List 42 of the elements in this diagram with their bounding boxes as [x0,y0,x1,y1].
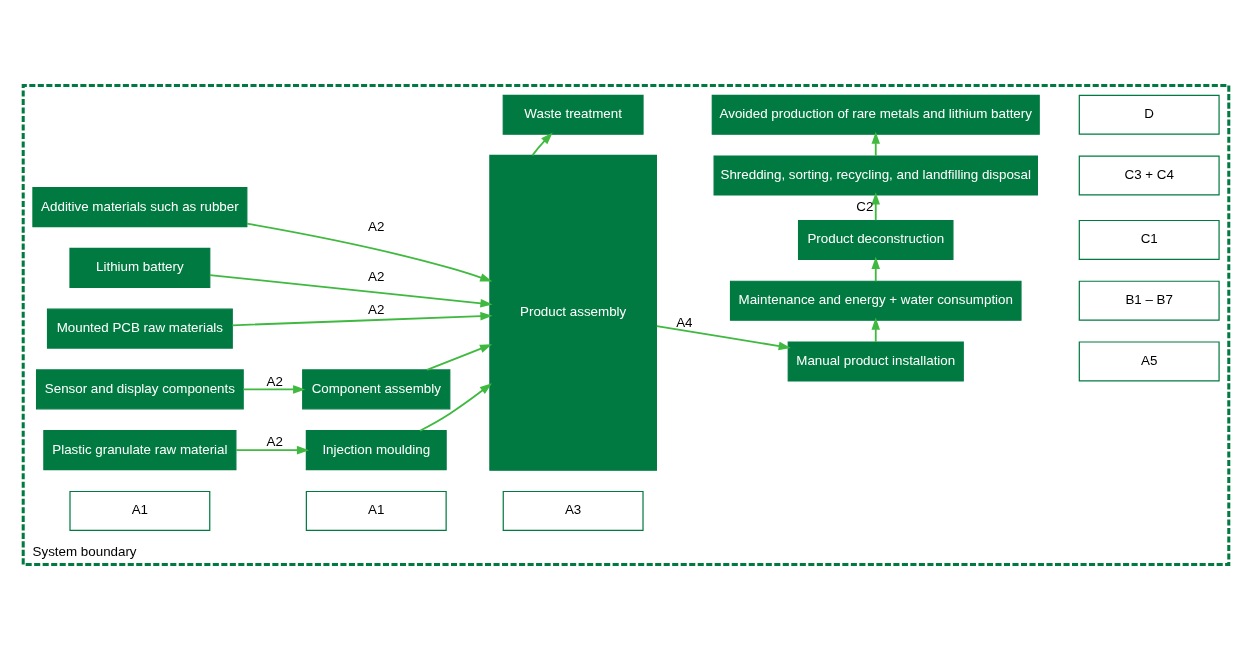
arrow [246,222,493,282]
arrow [871,131,880,157]
arrow [871,256,880,283]
arrow [426,344,493,371]
node-box: C3 + C4 [1078,155,1220,196]
arrow [871,317,880,343]
edge-label: A2 [368,219,385,235]
arrow [235,445,310,455]
edge-label: A2 [266,434,283,450]
node-box: Manual product installation [787,341,964,382]
node-box: Product deconstruction [797,219,954,260]
edge-label: A2 [368,269,385,285]
arrow [531,132,553,157]
arrow [655,325,791,351]
node-box: A3 [502,490,644,531]
node-box: D [1078,94,1220,135]
node-box: Maintenance and energy + water consumption [729,280,1022,321]
node-box: Additive materials such as rubber [32,187,248,228]
edge-label: A2 [266,373,283,389]
node-box: Sensor and display components [35,369,244,410]
node-box: Waste treatment [502,94,644,135]
arrow [208,274,493,308]
node-box: A1 [69,490,211,531]
arrow [419,383,492,432]
edge-label: C2 [856,199,874,215]
node-box: C1 [1078,219,1220,260]
node-box: Mounted PCB raw materials [46,308,233,349]
node-box: Plastic granulate raw material [43,430,237,471]
node-box: Avoided production of rare metals and lithium battery [711,94,1040,135]
arrow [871,192,880,222]
node-box: Shredding, sorting, recycling, and landfilling disposal [713,155,1038,196]
node-box: Product assembly [489,154,657,471]
edge-label: A2 [368,301,385,317]
arrow [231,311,493,327]
edge-label: A4 [676,315,693,331]
node-box: B1 – B7 [1078,280,1220,321]
node-box: A5 [1078,341,1220,382]
node-box: Injection moulding [305,430,447,471]
node-box: Lithium battery [69,247,211,288]
arrow [242,385,306,394]
node-box: A1 [305,490,447,531]
node-box: Component assembly [302,369,451,410]
